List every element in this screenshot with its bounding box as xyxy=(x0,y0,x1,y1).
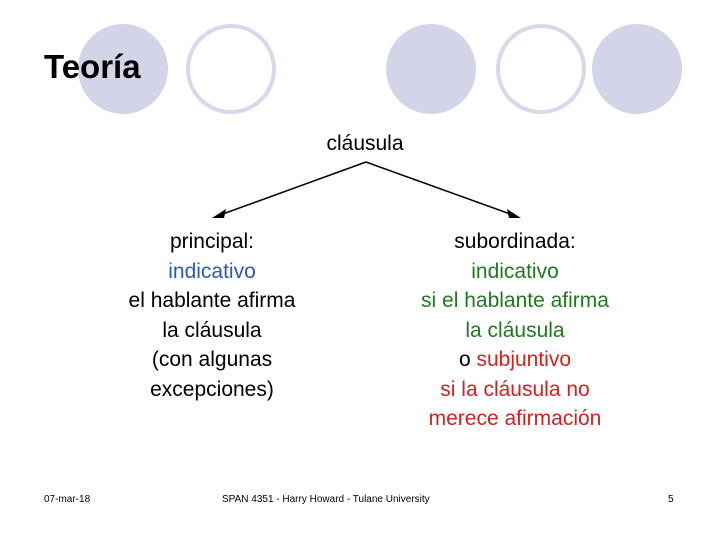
right-branch-text: subordinada: indicativo si el hablante a… xyxy=(390,227,640,434)
footer-page-number: 5 xyxy=(668,494,674,505)
left-branch-heading: principal: xyxy=(169,230,255,253)
tree-root-label: cláusula xyxy=(326,132,404,155)
decor-circle-5 xyxy=(592,24,682,114)
left-branch-line xyxy=(219,161,367,216)
left-branch-line-4: la cláusula xyxy=(162,318,262,342)
right-arrowhead xyxy=(507,209,521,218)
footer-date: 07-mar-18 xyxy=(44,494,91,505)
right-branch-heading: subordinada: xyxy=(454,230,576,253)
decor-circle-3 xyxy=(386,24,476,114)
left-arrowhead xyxy=(212,209,226,218)
right-branch-mood: indicativo xyxy=(471,259,559,283)
left-branch-line-6: excepciones) xyxy=(150,377,274,401)
right-branch-line-5: o subjuntivo xyxy=(390,345,640,375)
decor-circle-4 xyxy=(496,24,586,114)
left-branch-line-5: (con algunas xyxy=(151,348,273,371)
slide-title: Teoría xyxy=(44,48,141,85)
right-branch-line-7: merece afirmación xyxy=(428,407,602,430)
right-branch-line-4: la cláusula xyxy=(465,318,565,342)
right-branch-subjunctive: subjuntivo xyxy=(476,348,572,371)
right-branch-line xyxy=(365,161,514,216)
decor-circle-2 xyxy=(186,24,276,114)
right-branch-line-5-prefix: o xyxy=(458,348,477,371)
footer-course: SPAN 4351 - Harry Howard - Tulane Univer… xyxy=(222,494,430,505)
decor-circle-1 xyxy=(78,24,168,114)
left-branch-mood: indicativo xyxy=(168,259,256,283)
left-branch-text: principal: indicativo el hablante afirma… xyxy=(92,227,332,404)
right-branch-line-3: si el hablante afirma xyxy=(421,289,609,312)
left-branch-line-3: el hablante afirma xyxy=(128,289,296,312)
right-branch-line-6: si la cláusula no xyxy=(440,377,590,401)
